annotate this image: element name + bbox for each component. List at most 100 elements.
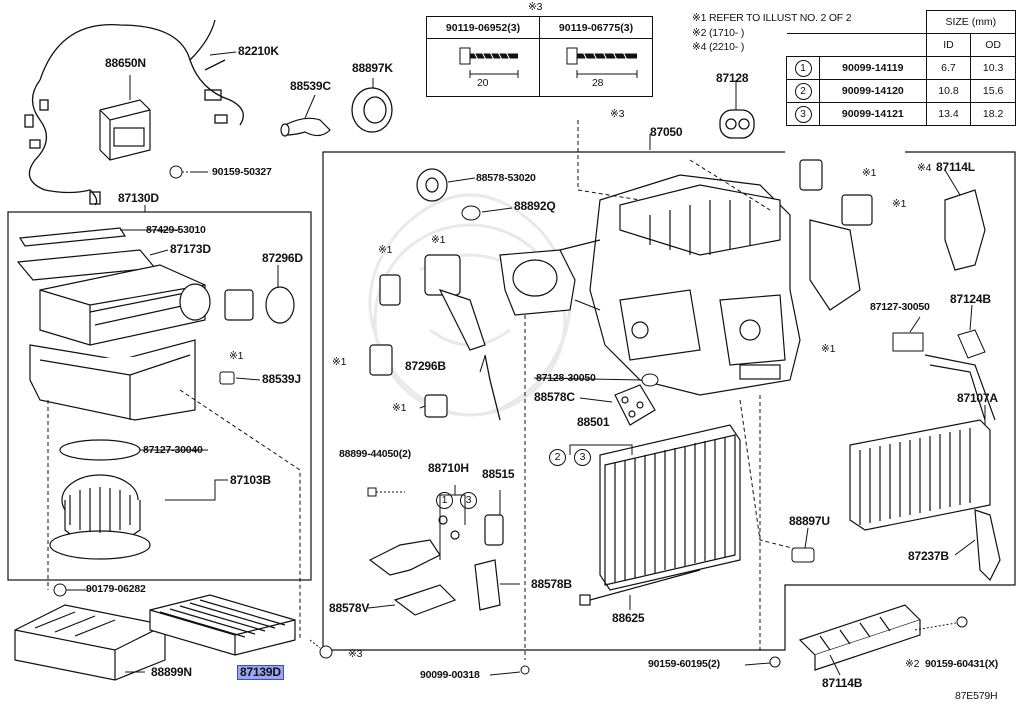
mark-4: ※4 (917, 162, 932, 174)
mark-1-b: ※1 (892, 198, 907, 210)
part-label-90179-06282[interactable]: 90179-06282 (86, 583, 146, 595)
size-row: 2 90099-14120 10.8 15.6 (786, 79, 1016, 103)
part-label-87296D[interactable]: 87296D (262, 251, 303, 265)
screw-cell-2: 28 (539, 38, 653, 97)
size-row: 1 90099-14119 6.7 10.3 (786, 56, 1016, 80)
size-col-od: OD (970, 33, 1016, 57)
seal-88897K (351, 87, 393, 133)
mark-1-a: ※1 (862, 167, 877, 179)
part-label-90159-60431[interactable]: 90159-60431(X) (925, 658, 999, 670)
part-label-87127-30040[interactable]: 87127-30040 (143, 444, 203, 456)
part-label-87237B[interactable]: 87237B (908, 549, 949, 563)
row-id: 6.7 (925, 56, 972, 80)
mark-1-d: ※1 (378, 244, 393, 256)
cap-88892Q (461, 205, 481, 221)
part-label-87050[interactable]: 87050 (650, 125, 683, 139)
valve-88897U (791, 547, 815, 563)
part-label-88501[interactable]: 88501 (577, 415, 610, 429)
leader-lines (66, 51, 986, 676)
part-label-87296B[interactable]: 87296B (405, 359, 446, 373)
row-id: 10.8 (925, 79, 972, 103)
part-label-88650N[interactable]: 88650N (105, 56, 146, 70)
part-label-88710H[interactable]: 88710H (428, 461, 469, 475)
bolt-90099-00318 (520, 665, 530, 675)
mark-1-e: ※1 (431, 234, 446, 246)
part-label-88899-44050[interactable]: 88899-44050(2) (339, 448, 411, 460)
part-label-87103B[interactable]: 87103B (230, 473, 271, 487)
link-87296B (484, 354, 501, 421)
circle-3-b: 3 (460, 492, 477, 509)
servo-motors (369, 159, 873, 418)
duct-87114L (944, 189, 986, 271)
dashed-leader-lines (47, 120, 801, 660)
part-label-87130D[interactable]: 87130D (118, 191, 159, 205)
part-label-90159-60195[interactable]: 90159-60195(2) (648, 658, 720, 670)
mark-1-h: ※1 (821, 343, 836, 355)
bolt-88899-44050 (367, 487, 405, 497)
part-label-88897U[interactable]: 88897U (789, 514, 830, 528)
servo-87296D (224, 286, 295, 324)
screw-part-2: 90119-06775(3) (539, 16, 653, 39)
clip-90179-06282 (53, 583, 67, 597)
part-label-87128-30050[interactable]: 87128-30050 (536, 372, 596, 384)
size-col-id: ID (925, 33, 972, 57)
screw-cell-1: 20 (426, 38, 540, 97)
note-4: ※4 (2210- ) (692, 41, 745, 53)
part-label-87107A[interactable]: 87107A (957, 391, 998, 405)
part-label-88539J[interactable]: 88539J (262, 372, 301, 386)
mark-2: ※2 (905, 658, 920, 670)
part-label-88892Q[interactable]: 88892Q (514, 199, 556, 213)
part-label-90099-00318[interactable]: 90099-00318 (420, 669, 480, 681)
evaporator-88501 (599, 424, 741, 591)
part-label-88578V[interactable]: 88578V (329, 601, 370, 615)
hose-88539C (280, 117, 331, 137)
part-label-88625[interactable]: 88625 (612, 611, 645, 625)
screw-length-1: 20 (477, 77, 489, 89)
row-id: 13.4 (925, 102, 972, 126)
part-label-87124B[interactable]: 87124B (950, 292, 991, 306)
screw-90159-60195 (769, 656, 781, 668)
hose-88539J (219, 371, 235, 385)
screw-part-1: 90119-06952(3) (426, 16, 540, 39)
part-label-87128[interactable]: 87128 (716, 71, 749, 85)
part-label-87114L[interactable]: 87114L (936, 160, 975, 174)
sensor-88625 (579, 569, 701, 606)
part-label-88539C[interactable]: 88539C (290, 79, 331, 93)
seal-88578-53020 (416, 168, 448, 202)
heater-87114B (798, 604, 922, 671)
screw-icon (566, 47, 638, 78)
row-od: 18.2 (970, 102, 1016, 126)
bracket-87237B (974, 509, 1001, 582)
part-label-87139D[interactable]: 87139D (237, 665, 284, 680)
part-label-88578B[interactable]: 88578B (531, 577, 572, 591)
mark-3-top: ※3 (610, 108, 625, 120)
screw-90159-60431 (914, 616, 968, 631)
row-part: 90099-14121 (819, 102, 927, 126)
pad-88578C (614, 384, 656, 426)
size-table: SIZE (mm) ID OD 1 90099-14119 6.7 10.3 2… (786, 10, 1017, 126)
blower-fan-87103B (49, 439, 151, 560)
clip-87124B (957, 329, 986, 359)
screw-left (309, 639, 333, 659)
part-label-87114B[interactable]: 87114B (822, 676, 863, 690)
part-label-87429-53010[interactable]: 87429-53010 (146, 224, 206, 236)
part-label-82210K[interactable]: 82210K (238, 44, 279, 58)
hvac-unit-87050 (499, 174, 801, 396)
row-number: 3 (794, 105, 812, 123)
filter-87139D (149, 594, 296, 656)
screw-length-2: 28 (592, 77, 604, 89)
part-label-88578-53020[interactable]: 88578-53020 (476, 172, 536, 184)
mark-3-bottom: ※3 (348, 648, 363, 660)
mark-1-c: ※1 (229, 350, 244, 362)
filter-cover-88899N (14, 604, 166, 681)
part-label-87127-30050[interactable]: 87127-30050 (870, 301, 930, 313)
part-label-88899N[interactable]: 88899N (151, 665, 192, 679)
row-number: 1 (794, 59, 812, 77)
size-header: SIZE (mm) (925, 10, 1017, 34)
part-label-88515[interactable]: 88515 (482, 467, 515, 481)
part-label-88897K[interactable]: 88897K (352, 61, 393, 75)
part-label-88578C[interactable]: 88578C (534, 390, 575, 404)
part-label-87173D[interactable]: 87173D (170, 242, 211, 256)
part-label-90159-50327[interactable]: 90159-50327 (212, 166, 272, 178)
